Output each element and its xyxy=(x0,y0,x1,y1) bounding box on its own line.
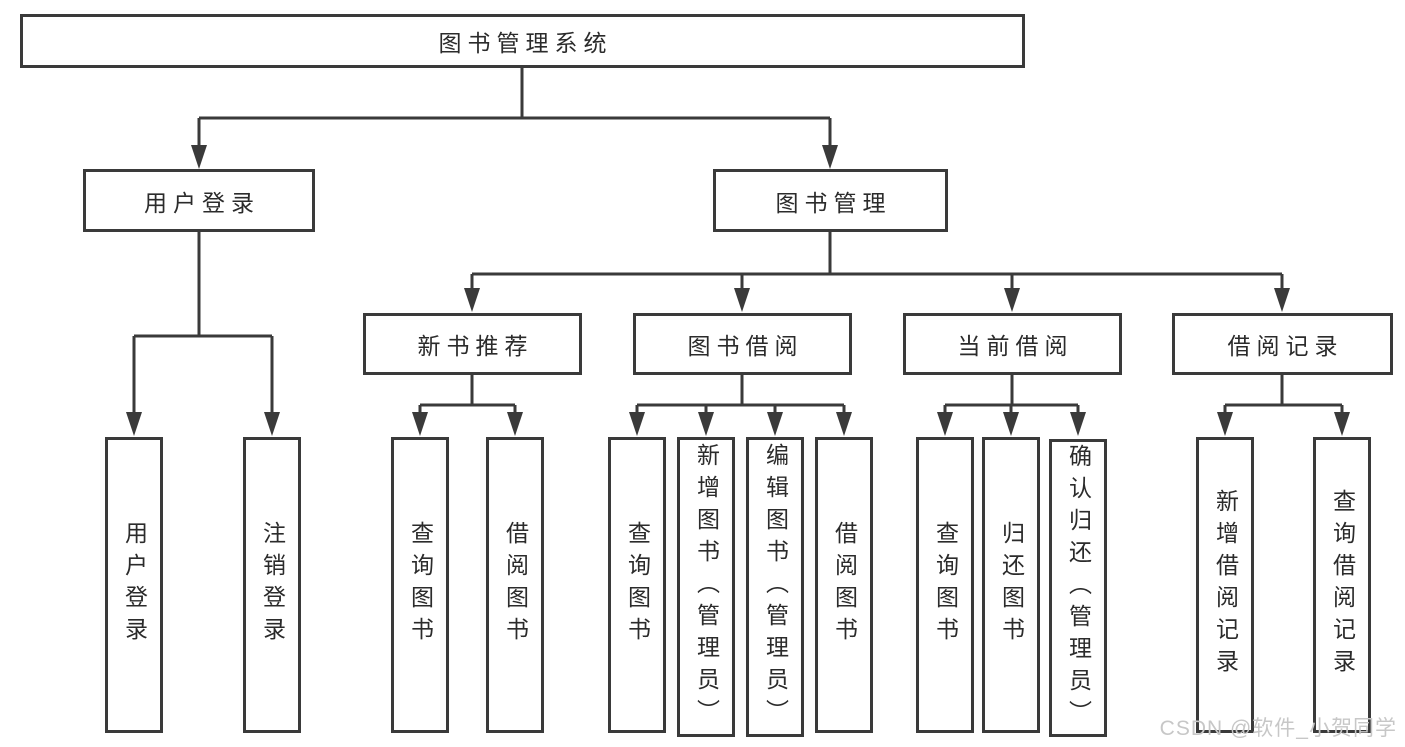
leaf-br-add-record: 新增借阅记录 xyxy=(1196,437,1254,733)
arrowhead-down-icon xyxy=(464,288,480,312)
leaf-logout: 注销登录 xyxy=(243,437,301,733)
leaf-bb-add-books-admin: 新增图书（管理员） xyxy=(677,437,735,737)
arrowhead-down-icon xyxy=(507,412,523,436)
leaf-nb-query-books: 查询图书 xyxy=(391,437,449,733)
arrowhead-down-icon xyxy=(191,145,207,169)
arrowhead-down-icon xyxy=(698,412,714,436)
arrowhead-down-icon xyxy=(767,412,783,436)
leaf-nb-borrow-books: 借阅图书 xyxy=(486,437,544,733)
arrowhead-down-icon xyxy=(1274,288,1290,312)
arrowhead-down-icon xyxy=(1003,412,1019,436)
arrowhead-down-icon xyxy=(1334,412,1350,436)
node-book-borrowing: 图书借阅 xyxy=(633,313,852,375)
arrowhead-down-icon xyxy=(836,412,852,436)
csdn-watermark: CSDN @软件_小贺同学 xyxy=(1159,717,1397,740)
arrowhead-down-icon xyxy=(937,412,953,436)
node-current-borrowing: 当前借阅 xyxy=(903,313,1122,375)
leaf-cb-confirm-return-admin: 确认归还（管理员） xyxy=(1049,439,1107,737)
arrowhead-down-icon xyxy=(822,145,838,169)
node-user-login: 用户登录 xyxy=(83,169,315,232)
arrowhead-down-icon xyxy=(1004,288,1020,312)
node-root: 图书管理系统 xyxy=(20,14,1025,68)
arrowhead-down-icon xyxy=(264,412,280,436)
node-new-book-recommendation: 新书推荐 xyxy=(363,313,582,375)
leaf-br-query-record: 查询借阅记录 xyxy=(1313,437,1371,733)
arrowhead-down-icon xyxy=(1217,412,1233,436)
leaf-user-login: 用户登录 xyxy=(105,437,163,733)
node-borrowing-records: 借阅记录 xyxy=(1172,313,1393,375)
leaf-bb-borrow-books: 借阅图书 xyxy=(815,437,873,733)
node-book-management: 图书管理 xyxy=(713,169,948,232)
leaf-bb-edit-books-admin: 编辑图书（管理员） xyxy=(746,437,804,737)
arrowhead-down-icon xyxy=(1070,412,1086,436)
leaf-bb-query-books: 查询图书 xyxy=(608,437,666,733)
arrowhead-down-icon xyxy=(734,288,750,312)
arrowhead-down-icon xyxy=(629,412,645,436)
arrowhead-down-icon xyxy=(126,412,142,436)
arrowhead-down-icon xyxy=(412,412,428,436)
leaf-cb-return-books: 归还图书 xyxy=(982,437,1040,733)
leaf-cb-query-books: 查询图书 xyxy=(916,437,974,733)
